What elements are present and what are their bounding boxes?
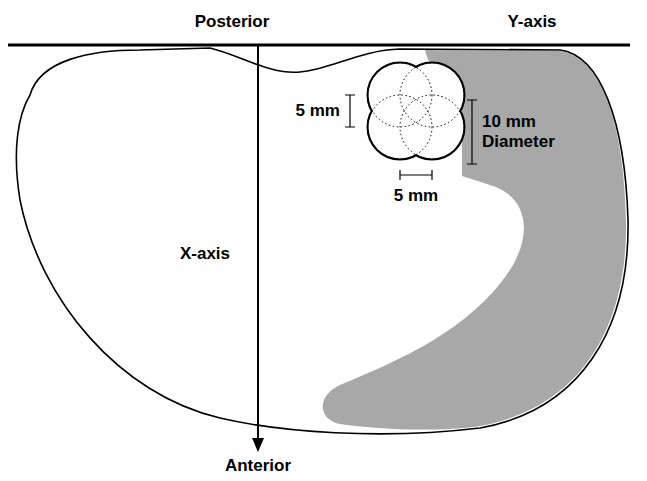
axis-label: Anterior <box>225 456 291 476</box>
vertebral-body-outline <box>16 48 628 434</box>
axis-label: Y-axis <box>507 12 556 32</box>
dimension-label: 5 mm <box>394 186 438 206</box>
axis-label: Posterior <box>195 12 270 32</box>
vertebral-body-fill <box>16 48 628 434</box>
lesion-circles <box>368 63 464 159</box>
circle-dotted <box>400 95 464 159</box>
y-axis-line <box>8 44 630 47</box>
x-axis-arrowhead <box>252 438 264 452</box>
x-axis-line <box>257 45 259 440</box>
dimension-label: 5 mm <box>296 101 340 121</box>
circle-dotted <box>400 63 464 127</box>
dimension-bracket <box>345 95 477 180</box>
dimension-label: 10 mm Diameter <box>482 112 566 152</box>
axis-label: X-axis <box>180 244 230 264</box>
